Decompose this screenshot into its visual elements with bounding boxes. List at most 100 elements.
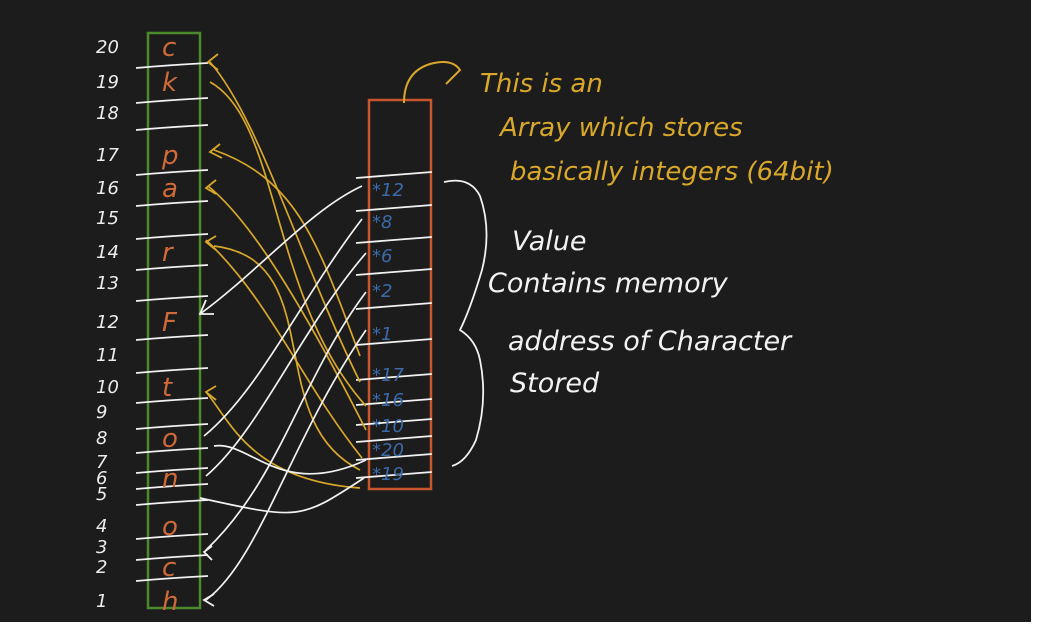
row-number-17: 17 [96,145,119,166]
memory-column-border [146,31,202,610]
pointer-link-yellow [209,61,361,383]
array-cell-divider [355,471,433,479]
array-cell-divider [355,268,433,276]
array-cell-divider [355,302,433,310]
row-number-19: 19 [96,72,119,93]
array-value: *20 [372,440,404,461]
pointer-link-yellow [205,391,361,489]
row-number-11: 11 [96,345,119,366]
memory-cell-divider [135,367,209,374]
pointer-link-white [199,477,365,514]
value-note-line-4: Stored [510,368,600,399]
memory-cell-divider [135,169,209,176]
array-cell-divider [355,435,433,443]
memory-cell-divider [135,499,209,506]
memory-cell-divider [135,467,209,474]
array-value: *1 [372,324,392,345]
memory-char-17: p [161,141,179,171]
array-value: *12 [372,180,404,201]
row-number-5: 5 [96,484,107,505]
memory-char-16: a [162,174,178,204]
pointer-arrowhead [202,545,213,561]
memory-char-6: n [162,464,178,494]
memory-char-4: o [162,512,178,542]
array-value: *17 [372,365,404,386]
memory-cell-divider [135,334,209,341]
pointer-arrowhead [202,593,215,607]
value-note-line-3: address of Character [508,326,793,357]
row-number-1: 1 [96,591,107,612]
pointer-arrowhead [198,299,214,315]
pointer-arrowhead [208,143,223,159]
annotations: This is an Array which stores basically in… [443,69,834,467]
row-number-12: 12 [96,312,119,333]
pointer-link-white [205,291,367,551]
array-cell-divider [355,171,433,179]
pointer-link-yellow [209,81,367,407]
array-value: *2 [372,281,392,302]
row-number-14: 14 [96,242,119,263]
memory-char-14: r [162,238,175,268]
pointer-arrowhead [204,179,217,195]
pointer-arrowhead [204,385,217,401]
memory-char-8: o [162,424,178,454]
pointer-link-white [205,329,367,601]
row-number-7: 7 [96,452,108,473]
row-number-8: 8 [96,428,107,449]
memory-cell-divider [135,97,209,104]
array-cell-divider [355,236,433,244]
array-cell-divider [355,204,433,212]
pointer-arrowhead [204,235,217,251]
memory-cell-divider [135,533,209,540]
array-cell-divider [355,373,433,381]
pointer-array-column: *12*8*6*2*1*17*16*10*20*19 [355,61,462,491]
value-note-line-2: Contains memory [488,268,729,299]
row-number-15: 15 [96,208,119,229]
array-cell-divider [355,338,433,346]
memory-cell-divider [135,423,209,430]
memory-char-12: F [162,308,178,338]
memory-cell-divider [135,483,209,490]
memory-cell-divider [135,233,209,240]
pointer-link-white [199,185,363,315]
row-number-4: 4 [96,516,107,537]
memory-cell-divider [135,397,209,404]
row-number-6: 6 [96,468,107,489]
row-number-3: 3 [96,537,107,558]
row-number-2: 2 [96,557,107,578]
array-value: *16 [372,390,404,411]
array-label-hook [403,61,462,104]
pointer-link-yellow [213,245,361,471]
memory-char-1: h [162,587,178,617]
array-note-line-1: This is an [480,69,603,99]
pointer-arrowhead [206,53,219,71]
array-cell-divider [355,398,433,406]
array-note-line-3: basically integers (64bit) [510,157,834,187]
memory-char-2: c [162,553,176,583]
array-cell-divider [355,453,433,461]
pointer-link-white [205,252,367,477]
row-number-13: 13 [96,273,119,294]
memory-cell-divider [135,554,209,561]
row-number-16: 16 [96,178,119,199]
memory-cell-divider [135,295,209,302]
memory-char-20: c [162,33,176,63]
row-number-9: 9 [96,402,107,423]
row-number-10: 10 [96,377,119,398]
array-column-border [367,98,433,491]
row-number-18: 18 [96,103,119,124]
memory-cell-divider [135,575,209,582]
pointer-link-white [203,218,363,437]
memory-cell-divider [135,264,209,271]
memory-cell-divider [135,447,209,454]
value-brace [443,179,488,467]
array-note-line-2: Array which stores [498,113,743,143]
pointer-link-yellow [207,185,367,431]
pointer-link-white [213,444,367,475]
memory-char-10: t [162,373,173,403]
